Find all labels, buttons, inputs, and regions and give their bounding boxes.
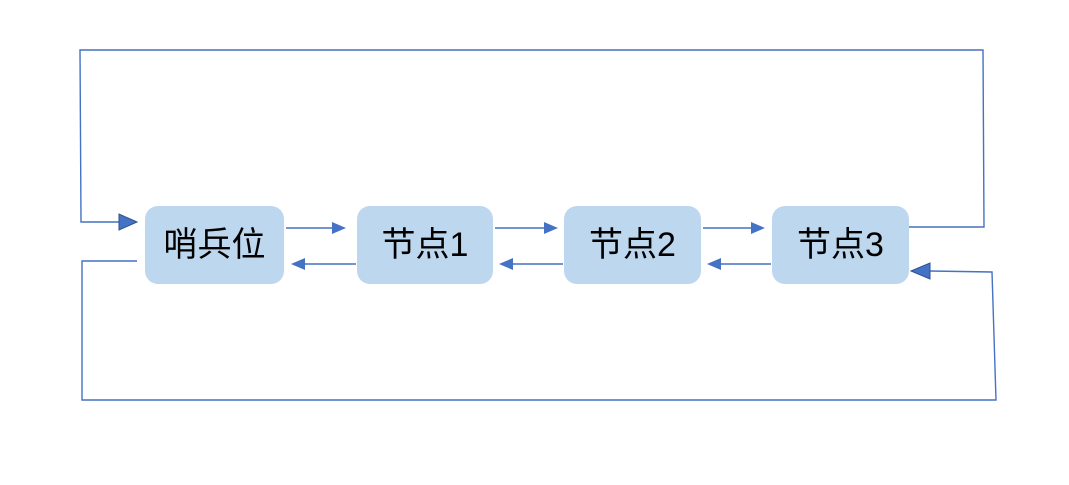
node-3: 节点3 (772, 206, 909, 284)
edge-node3-to-sentinel-line (79, 49, 985, 228)
edge-sentinel-to-node3-line (81, 260, 997, 401)
edge-node1-to-node2-arrowhead (544, 222, 558, 234)
edge-node2-to-node3-arrowhead (751, 222, 765, 234)
edge-sentinel-to-node3-arrowhead (909, 262, 931, 280)
edge-node3-to-sentinel-arrowhead (118, 213, 139, 231)
edge-sentinel-to-node1-arrowhead (332, 222, 346, 234)
edge-node3-to-node2-arrowhead (707, 258, 721, 270)
node-1-label: 节点1 (381, 226, 469, 264)
node-sentinel-label: 哨兵位 (163, 226, 266, 264)
edge-node2-to-node1-arrowhead (499, 258, 513, 270)
node-2: 节点2 (564, 206, 701, 284)
node-2-label: 节点2 (589, 226, 676, 264)
edge-node1-to-sentinel-arrowhead (291, 258, 305, 270)
node-sentinel: 哨兵位 (145, 206, 284, 284)
node-3-label: 节点3 (797, 226, 884, 264)
node-1: 节点1 (357, 206, 493, 284)
